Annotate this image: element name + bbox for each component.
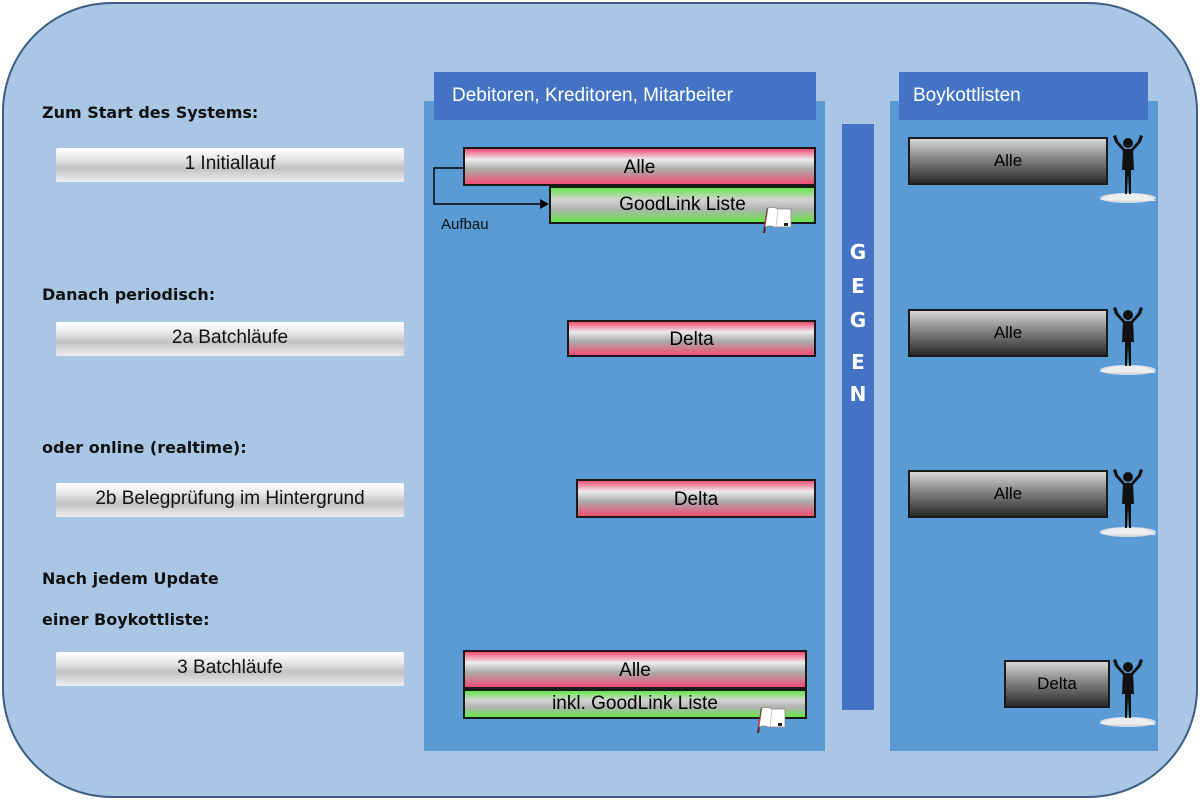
aufbau-label: Aufbau [441, 216, 489, 233]
heading-update-2: einer Boykottliste: [42, 610, 210, 629]
flag-icon [754, 705, 788, 735]
person-on-rock-icon [1098, 306, 1158, 378]
all-accounts-bar[interactable]: Alle [463, 147, 816, 186]
heading-online: oder online (realtime): [42, 438, 247, 457]
incl-goodlink-list-bar[interactable]: inkl. GoodLink Liste [463, 689, 807, 719]
boycott-all-bar[interactable]: Alle [908, 137, 1108, 185]
delta-online-bar[interactable]: Delta [576, 479, 816, 518]
boycott-all-bar[interactable]: Alle [908, 470, 1108, 518]
belegpruefung-button[interactable]: 2b Belegprüfung im Hintergrund [56, 483, 404, 517]
accounts-panel-title: Debitoren, Kreditoren, Mitarbeiter [434, 72, 816, 120]
boycott-all-bar[interactable]: Alle [908, 309, 1108, 357]
flag-icon [760, 205, 794, 235]
boycott-panel [890, 101, 1158, 751]
boycott-panel-title: Boykottlisten [899, 72, 1148, 120]
gegen-letter: N [849, 382, 867, 406]
heading-periodic: Danach periodisch: [42, 285, 216, 304]
heading-start: Zum Start des Systems: [42, 103, 259, 122]
batch-2a-button[interactable]: 2a Batchläufe [56, 322, 404, 356]
delta-batch-bar[interactable]: Delta [567, 320, 816, 357]
person-on-rock-icon [1098, 134, 1158, 206]
gegen-letter: G [849, 308, 867, 332]
gegen-bar: G E G E N [842, 124, 874, 710]
boycott-delta-bar[interactable]: Delta [1004, 660, 1110, 708]
all-accounts-update-bar[interactable]: Alle [463, 650, 807, 689]
initial-run-button[interactable]: 1 Initiallauf [56, 148, 404, 182]
person-on-rock-icon [1098, 658, 1158, 730]
gegen-letter: E [851, 274, 865, 298]
gegen-letter: E [851, 350, 865, 374]
gegen-letter: G [849, 240, 867, 264]
person-on-rock-icon [1098, 468, 1158, 540]
batch-3-button[interactable]: 3 Batchläufe [56, 652, 404, 686]
aufbau-arrow [433, 167, 549, 209]
heading-update-1: Nach jedem Update [42, 569, 219, 588]
